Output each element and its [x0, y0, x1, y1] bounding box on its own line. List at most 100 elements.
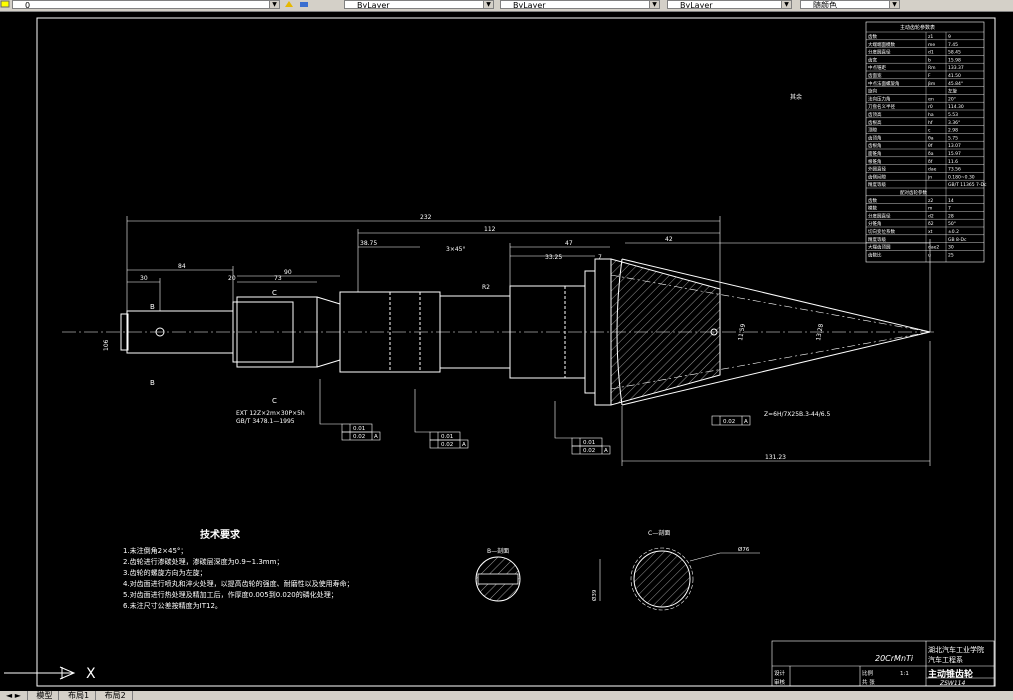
- tol-ref-1: A: [374, 434, 378, 440]
- section-c-bottom: C: [272, 397, 277, 405]
- tol-3b: 0.02: [583, 448, 595, 454]
- param-name: 齿数: [868, 33, 877, 40]
- param-symbol: δf: [928, 159, 933, 165]
- param-value: 2.98: [948, 128, 958, 134]
- title-block-texts: 20CrMnTi 湖北汽车工业学院 汽车工程系 主动锥齿轮 ZSW114 设计 …: [774, 645, 984, 687]
- param-value: 9: [948, 34, 951, 40]
- tolerance-frames: [319, 379, 751, 455]
- dim-90: 90: [284, 269, 292, 276]
- param-name: 分度圆直径: [868, 212, 891, 219]
- param-symbol: θf: [928, 143, 933, 149]
- color-dropdown[interactable]: ByLayer ▼: [344, 0, 494, 9]
- param-value: GB/T 11365 7-Dc: [948, 182, 987, 188]
- param-symbol: dae: [928, 167, 937, 173]
- layout-tabs-bar: ◄ ► 模型 布局1 布局2: [0, 691, 1013, 700]
- layer-dropdown[interactable]: 0▼: [12, 0, 280, 9]
- param-symbol: z2: [928, 198, 933, 204]
- dim-84: 84: [178, 263, 186, 270]
- dim-20: 20: [228, 275, 236, 282]
- param-value: 5.53: [948, 112, 958, 118]
- drawing-frame: [36, 17, 996, 687]
- chevron-down-icon: ▼: [483, 1, 493, 8]
- roughness-note: 其余: [790, 93, 802, 101]
- tech-lines: 1.未注倒角2×45°；2.齿轮进行渗碳处理，渗碳层深度为0.9~1.3mm；3…: [123, 546, 354, 610]
- tol-ref-2: A: [462, 442, 466, 448]
- title-check: 审核: [774, 678, 786, 686]
- tech-line: 1.未注倒角2×45°；: [123, 546, 187, 555]
- param-name: 中点锥距: [868, 64, 886, 71]
- color-value: ByLayer: [357, 1, 390, 9]
- layer-previous-icon[interactable]: [298, 0, 310, 9]
- tab-layout-2[interactable]: 布局2: [99, 691, 133, 700]
- title-material: 20CrMnTi: [875, 654, 914, 663]
- param-name: 刀盘名义半径: [868, 103, 895, 110]
- section-b-title: B—剖面: [487, 547, 509, 555]
- param-name: 精度等级: [868, 181, 886, 188]
- title-block: [771, 640, 995, 687]
- drawing-canvas[interactable]: 232 112 42 84 90 30 20 73 38.75 3×45° 47…: [0, 11, 1013, 691]
- chevron-down-icon: ▼: [649, 1, 659, 8]
- linetype-dropdown[interactable]: ByLayer▼: [500, 0, 660, 9]
- param-symbol: u: [928, 253, 931, 258]
- param-name: 大端齿顶圆: [868, 244, 891, 251]
- param-value: 45.84°: [948, 81, 963, 87]
- param-symbol: m: [928, 207, 932, 212]
- param-name: 模数: [868, 205, 877, 212]
- lineweight-dropdown[interactable]: ByLayer▼: [667, 0, 792, 9]
- param-name: 分度圆直径: [868, 49, 891, 56]
- param-symbol: δ2: [928, 221, 934, 227]
- gear-cone: [610, 258, 931, 406]
- tolerance-texts: 0.01 0.02 A 0.01 0.02 A 0.01 0.02 A 0.02…: [353, 419, 748, 454]
- param-value: 73.56: [948, 167, 961, 173]
- dim-30: 30: [140, 275, 148, 282]
- param-value: 15.98: [948, 57, 961, 63]
- section-c-title: C—剖面: [648, 529, 670, 537]
- ucs-icon: [4, 666, 76, 680]
- param-name: 齿根角: [868, 142, 882, 149]
- param-symbol: b: [928, 57, 931, 63]
- param-symbol: Rm: [928, 65, 936, 71]
- gear-note: Z=6H/7X25B.3-44/6.5: [764, 411, 830, 418]
- title-sheet: 共 张: [862, 678, 875, 686]
- param-value: 3.36°: [948, 120, 960, 126]
- param-name: 齿顶高: [868, 111, 882, 118]
- tab-model[interactable]: 模型: [30, 691, 60, 700]
- chevron-down-icon: ▼: [269, 1, 279, 8]
- mate-params-title: 配对齿轮参数: [900, 189, 927, 196]
- dim-42: 42: [665, 236, 673, 243]
- title-drawing-no: ZSW114: [939, 680, 965, 687]
- tol-3a: 0.01: [583, 440, 595, 446]
- param-value: 0.180~0.30: [948, 174, 975, 180]
- param-symbol: dae2: [928, 245, 939, 251]
- tol-ref-3: A: [604, 448, 608, 454]
- layer-icon[interactable]: [0, 0, 12, 9]
- param-value: 11.6: [948, 159, 958, 165]
- tol-1a: 0.01: [353, 426, 365, 432]
- param-symbol: hf: [928, 120, 933, 126]
- dim-3x45: 3×45°: [446, 246, 465, 253]
- param-name: 齿侧间隙: [868, 173, 886, 180]
- param-value: 58.45: [948, 50, 961, 56]
- param-symbol: ha: [928, 112, 934, 118]
- param-name: 切向变位系数: [868, 228, 895, 235]
- tab-layout-1[interactable]: 布局1: [62, 691, 97, 700]
- param-name: 分锥角: [868, 220, 882, 227]
- lineweight-value: ByLayer: [680, 1, 713, 9]
- dim-106: 106: [103, 339, 110, 351]
- tech-line: 4.对齿面进行喷丸和淬火处理，以提高齿轮的强度、耐磨性以及使用寿命；: [123, 579, 354, 588]
- tab-nav-icon[interactable]: ◄ ►: [0, 691, 28, 700]
- section-c: C—剖面 Ø76 Ø39: [591, 529, 760, 611]
- plotstyle-dropdown[interactable]: 随颜色▼: [800, 0, 900, 9]
- tol-2b: 0.02: [441, 442, 453, 448]
- dim-33-25: 33.25: [545, 254, 562, 261]
- make-current-icon[interactable]: [283, 0, 295, 9]
- param-name: 精度等级: [868, 236, 886, 243]
- annotations: EXT 12Z×2m×30P×5h GB/T 3478.1—1995 Z=6H/…: [236, 93, 830, 425]
- tech-line: 5.对齿面进行热处理及精加工后，作厚度0.005到0.020的磷化处理；: [123, 590, 338, 599]
- param-value: GB 8-Dc: [948, 237, 967, 243]
- param-symbol: θa: [928, 135, 934, 141]
- tech-requirements: 技术要求 1.未注倒角2×45°；2.齿轮进行渗碳处理，渗碳层深度为0.9~1.…: [123, 528, 354, 610]
- param-value: 15.97: [948, 151, 961, 157]
- dim-7: 7: [598, 254, 602, 261]
